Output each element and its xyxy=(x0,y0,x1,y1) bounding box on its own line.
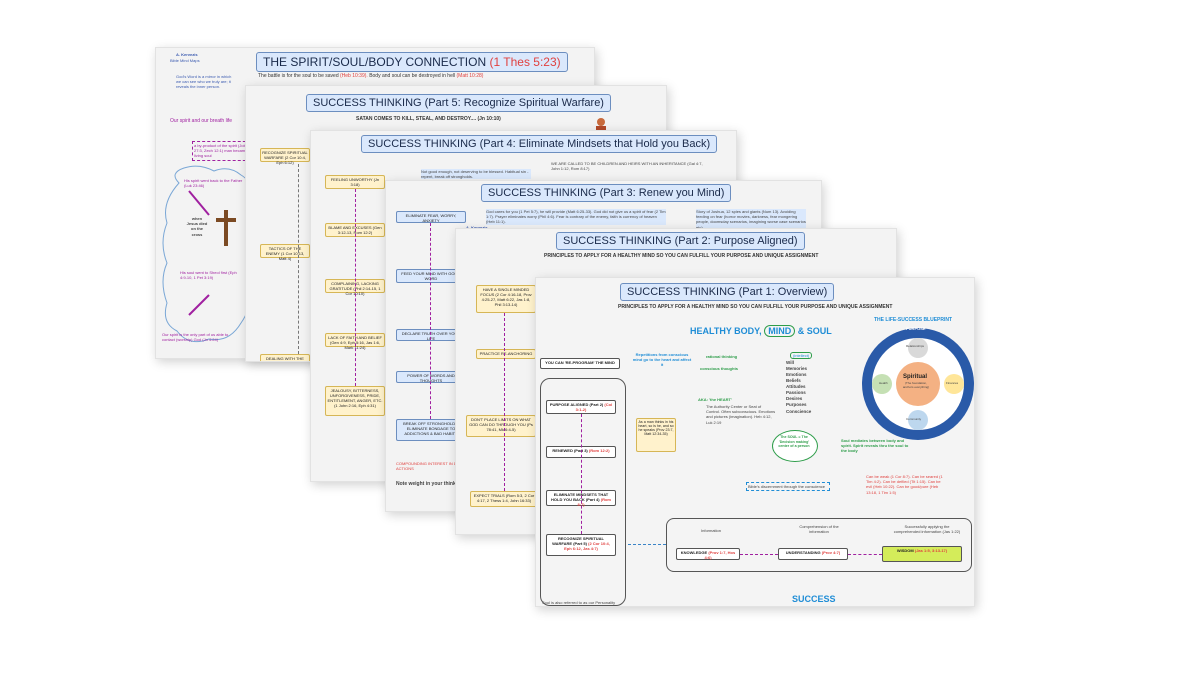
node-knowledge: KNOWLEDGE (Prov 1:7, Hos 4:6) xyxy=(676,548,740,560)
node-eliminate-fear: ELIMINATE FEAR, WORRY, ANXIETY xyxy=(396,211,466,223)
attr-emotions: Emotions xyxy=(786,372,807,378)
process-container xyxy=(666,518,972,572)
healthy-heading: HEALTHY BODY, MIND & SOUL xyxy=(690,325,832,337)
node-wisdom: WISDOM (Jas 1:5, 3:13-17) xyxy=(882,546,962,562)
blueprint-label: THE LIFE-SUCCESS BLUEPRINT xyxy=(874,317,953,323)
note-weight: Note weight in your thinking xyxy=(396,481,464,487)
node-reanchoring: PRACTICE RE-ANCHORING xyxy=(476,349,536,359)
page-title: SUCCESS THINKING (Part 2: Purpose Aligne… xyxy=(556,232,805,250)
footer-note: Soul is also referred to as our Personal… xyxy=(542,600,616,605)
page-title: SUCCESS THINKING (Part 1: Overview) xyxy=(620,283,835,301)
purpose-label: PURPOSE xyxy=(906,326,926,331)
node-understanding: UNDERSTANDING (Prov 4:7) xyxy=(778,548,848,560)
author-sub: Bible Mind Maps xyxy=(170,58,200,63)
attr-memories: Memories xyxy=(786,366,808,372)
attr-attitudes: Attitudes xyxy=(786,384,806,390)
connector xyxy=(430,223,431,419)
page-title: SUCCESS THINKING (Part 4: Eliminate Mind… xyxy=(361,135,718,153)
soul-center-label: The SOUL = The 'Decision making' center … xyxy=(778,435,810,449)
node-recognize: RECOGNIZE SPIRITUAL WARFARE (2 Cor 10:4,… xyxy=(260,148,310,165)
soul-center-ellipse xyxy=(772,430,818,462)
word-mirror-note: God's Word is a mirror in which we can s… xyxy=(176,74,232,90)
wheel-right: Finances xyxy=(946,381,959,385)
node-expect-trials: EXPECT TRIALS (Rom 5:3, 2 Cor 4:17, 2 Th… xyxy=(470,491,538,507)
connector xyxy=(504,313,505,491)
comprehension-label: Comprehension of the information xyxy=(799,524,839,535)
connector xyxy=(628,544,666,545)
information-label: Information xyxy=(701,528,722,533)
node-tactics: TACTICS OF THE ENEMY (1 Cor 10:13, Matt … xyxy=(260,244,310,261)
cloud-outline xyxy=(162,165,255,343)
when-jesus-died: when Jesus died on the cross xyxy=(186,216,208,237)
soul-to-sheol: His soul went to Sheol first (Eph 4:9-10… xyxy=(180,270,237,281)
attr-beliefs: Beliefs xyxy=(786,378,801,384)
god-cares-note: God cares for you (1 Pet 5:7), he will p… xyxy=(486,209,666,225)
life-success-wheel xyxy=(862,328,974,440)
soul-attributes-list: Will Memories Emotions Beliefs Attitudes… xyxy=(786,360,811,415)
wheel-bottom: Community xyxy=(906,417,922,421)
node-single-minded: HAVE A SINGLE MINDED FOCUS (2 Cor 4:16-1… xyxy=(476,285,536,313)
path-container xyxy=(540,378,626,606)
not-good-enough-note: Not good enough, not deserving to be ble… xyxy=(421,169,531,180)
subtitle: PRINCIPLES TO APPLY FOR A HEALTHY MIND S… xyxy=(544,253,819,259)
cross-icon xyxy=(216,210,236,246)
node-jealousy: JEALOUSY, BITTERNESS, UNFORGIVENESS, PRI… xyxy=(325,386,385,416)
attr-conscience: Conscience xyxy=(786,408,812,414)
inheritance-note: WE ARE CALLED TO BE CHILDREN AND HEIRS W… xyxy=(551,161,703,172)
attr-desires: Desires xyxy=(786,396,803,402)
intellect-label: (intellect) xyxy=(790,352,813,360)
conscious-thoughts: conscious thoughts xyxy=(700,366,738,371)
spirit-breath-label: Our spirit and our breath life xyxy=(170,118,232,124)
applying-label: Successfully applying the comprehended i… xyxy=(893,524,961,535)
soul-mediates: Soul mediates between body and spirit. S… xyxy=(841,438,909,454)
joshua-note: Story of Joshua, 12 spies and giants (Nu… xyxy=(696,209,806,230)
conscience-can-be: Can be weak (1 Cor 8:7). Can be seared (… xyxy=(866,474,943,495)
wheel-top: Relationships xyxy=(906,344,925,348)
slide-part1-overview: SUCCESS THINKING (Part 1: Overview) PRIN… xyxy=(535,277,975,607)
author-label: A. Kervezis xyxy=(466,225,488,230)
subtitle: SATAN COMES TO KILL, STEAL, AND DESTROY.… xyxy=(356,116,501,122)
connector xyxy=(298,164,299,354)
node-recognize: RECOGNIZE SPIRITUAL WARFARE (Part 5) (2 … xyxy=(546,534,616,556)
node-reprogram: YOU CAN 'RE-PROGRAM' THE MIND xyxy=(540,358,620,369)
aka-heart: AKA: 'the HEART' xyxy=(698,397,732,402)
node-dont-limit: DON'T PLACE LIMITS ON WHAT GOD CAN DO TH… xyxy=(466,415,536,437)
page-title: SUCCESS THINKING (Part 3: Renew you Mind… xyxy=(481,184,732,202)
spiritual-label: Spiritual xyxy=(903,374,928,380)
attr-will: Will xyxy=(786,360,794,365)
connector xyxy=(848,554,882,555)
discernment-note: Bible's discernment through the conscien… xyxy=(746,482,830,492)
rational-thinking: rational thinking xyxy=(706,354,738,359)
node-as-a-man-thinks: As a man thinks in his heart, so is he, … xyxy=(636,418,676,452)
attr-passions: Passions xyxy=(786,390,806,396)
page-title: SUCCESS THINKING (Part 5: Recognize Spir… xyxy=(306,94,611,112)
spirit-to-father: His spirit went back to the Father (Luk … xyxy=(184,178,243,189)
wheel-left: Health xyxy=(879,381,888,385)
success-label: SUCCESS xyxy=(792,594,836,604)
connector xyxy=(581,414,582,534)
attr-purposes: Purposes xyxy=(786,402,807,408)
compounding-note: COMPOUNDING INTEREST IN DAILY ACTIONS xyxy=(396,461,466,472)
node-purpose-aligned: PURPOSE ALIGNED (Part 2) (Col 3:1-2) xyxy=(546,400,616,414)
subtitle: The battle is for the soul to be saved (… xyxy=(258,73,484,79)
heart-items: The Authority Center or Seat of Control.… xyxy=(706,404,776,425)
connector xyxy=(740,554,778,555)
author-label: A. Kervezis xyxy=(176,52,198,57)
subtitle: PRINCIPLES TO APPLY FOR A HEALTHY MIND S… xyxy=(618,304,893,310)
spiritual-sub: (The foundation, anchors everything) xyxy=(902,381,930,389)
connector xyxy=(355,189,356,386)
spirit-contact-god: Our spirit is the only part of us able t… xyxy=(162,332,229,343)
node-feeling-unworthy: FEELING UNWORTHY (Jn 3:18) xyxy=(325,175,385,189)
repetition-note: Repetitions from conscious mind go to th… xyxy=(632,352,692,368)
node-break-strongholds: BREAK OFF STRONGHOLDS, ELIMINATE BONDAGE… xyxy=(396,419,466,441)
node-dealing: DEALING WITH THE ENEMY (1 Cor 10:13, Mat… xyxy=(260,354,310,361)
page-title: THE SPIRIT/SOUL/BODY CONNECTION (1 Thes … xyxy=(256,52,568,72)
